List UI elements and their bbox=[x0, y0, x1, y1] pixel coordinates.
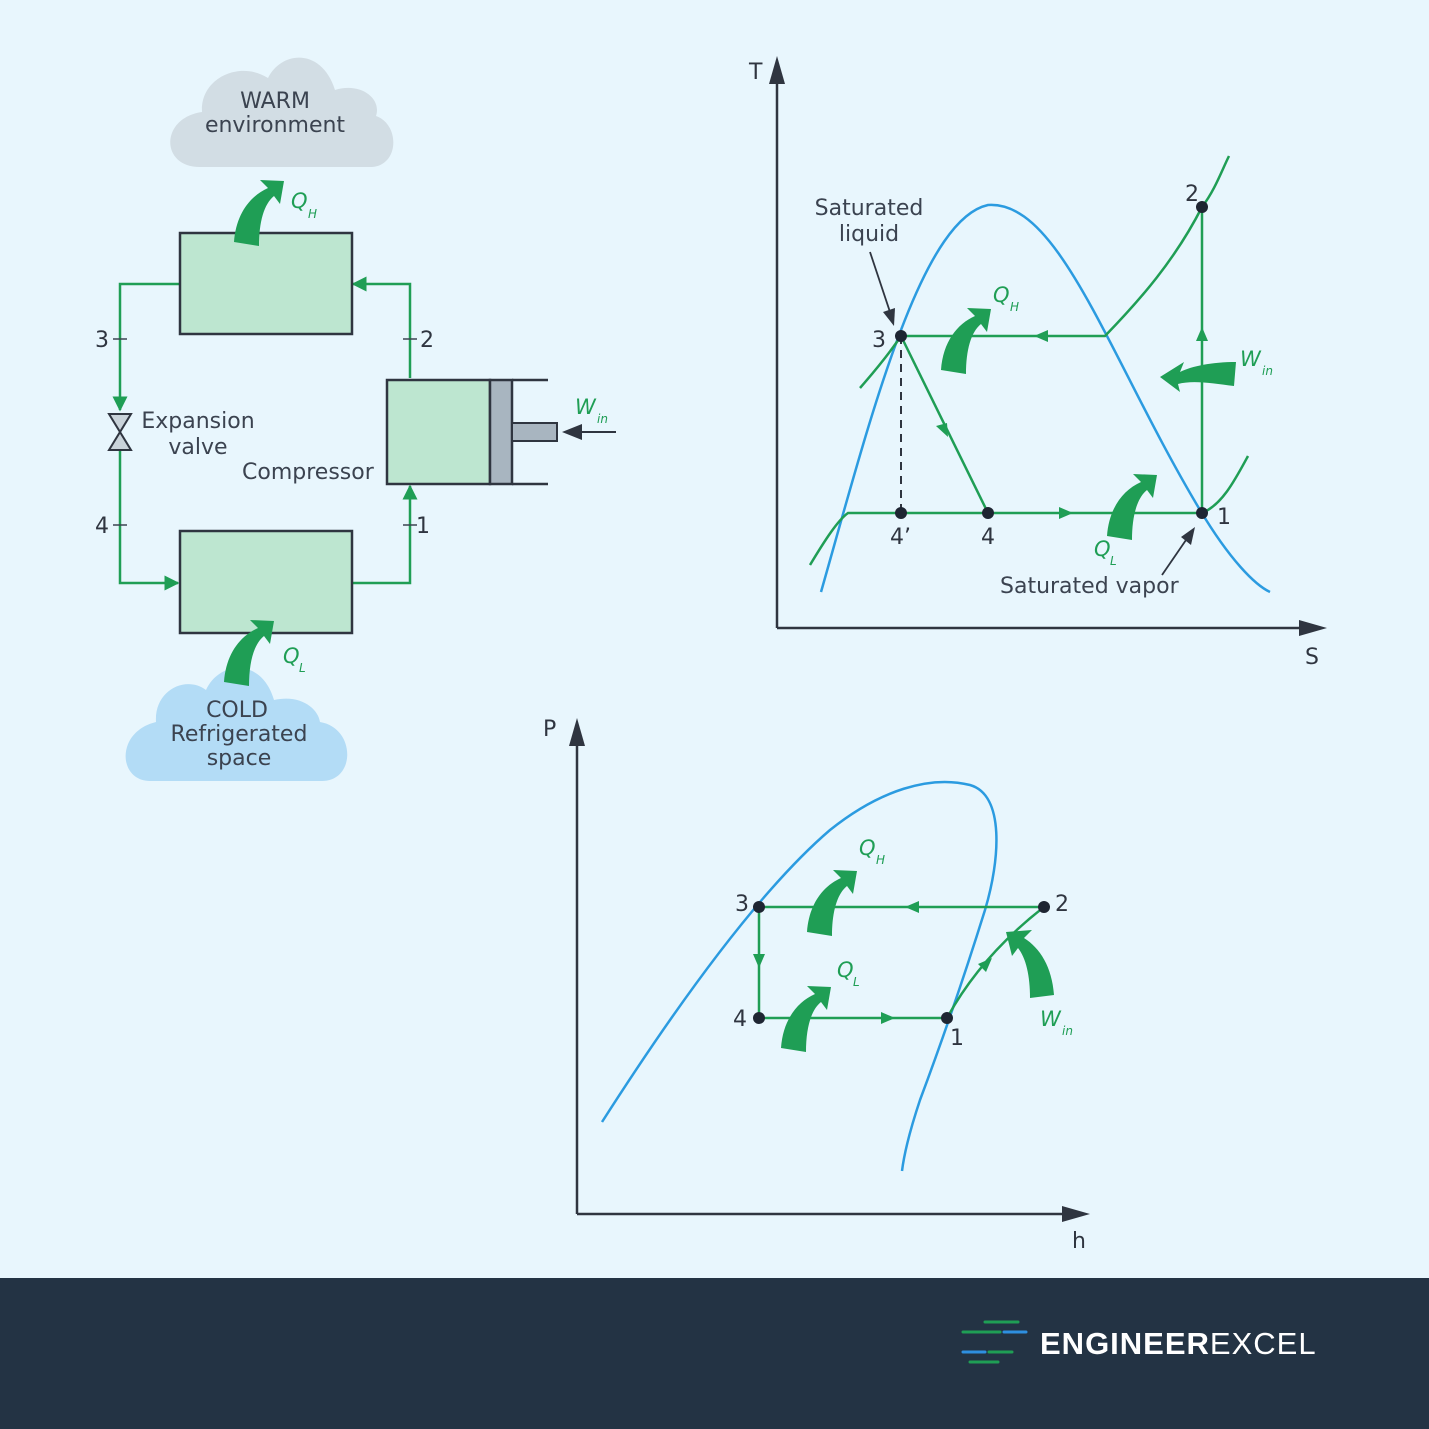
cold-cloud-line-1: COLD bbox=[206, 698, 268, 723]
ph-state-points bbox=[753, 901, 1050, 1024]
ph-cycle-lines bbox=[757, 905, 1045, 1020]
compressor-label: Compressor bbox=[242, 460, 375, 485]
evaporator-box bbox=[178, 529, 354, 635]
ph-axes: P h bbox=[543, 717, 1090, 1254]
ph-flow-arrows bbox=[753, 901, 992, 1024]
ts-state-2: 2 bbox=[1185, 182, 1199, 207]
ph-saturation-dome bbox=[600, 780, 998, 1172]
cycle-qh-sub: H bbox=[308, 207, 317, 221]
footer-bar: ENGINEEREXCEL bbox=[0, 1278, 1429, 1429]
ts-axis-x-label: S bbox=[1305, 645, 1319, 670]
saturated-liquid-line-1: Saturated bbox=[815, 196, 924, 221]
heat-in-arrow: Q L bbox=[224, 620, 306, 686]
brand-logo-icon bbox=[961, 1320, 1028, 1364]
warm-cloud-line-2: environment bbox=[205, 113, 345, 138]
ph-win-symbol: W bbox=[1040, 1007, 1062, 1031]
expansion-valve-line-1: Expansion bbox=[141, 409, 254, 434]
ts-ql-symbol: Q bbox=[1094, 537, 1111, 561]
ts-flow-arrows bbox=[936, 327, 1208, 519]
ph-state-1: 1 bbox=[950, 1026, 964, 1051]
work-in-arrow: W in bbox=[562, 395, 616, 440]
ts-diagram: T S 1 2 3 4 4’ bbox=[748, 56, 1327, 670]
ts-win-arrow: W in bbox=[1160, 347, 1273, 392]
refrigerant-pipes bbox=[112, 276, 418, 591]
brand-bold: ENGINEER bbox=[1040, 1326, 1210, 1361]
cold-cloud-line-2: Refrigerated bbox=[171, 722, 308, 747]
ts-ql-arrow: Q L bbox=[1094, 474, 1157, 568]
cycle-state-1: 1 bbox=[416, 514, 430, 539]
ts-qh-symbol: Q bbox=[993, 283, 1010, 307]
ph-qh-arrow: Q H bbox=[807, 836, 885, 936]
compressor: Compressor bbox=[242, 378, 558, 486]
warm-cloud-line-1: WARM bbox=[240, 89, 310, 114]
ts-qh-sub: H bbox=[1010, 300, 1019, 314]
expansion-valve-line-2: valve bbox=[168, 435, 227, 460]
ph-state-3: 3 bbox=[735, 892, 749, 917]
brand-light: EXCEL bbox=[1210, 1326, 1317, 1361]
ts-win-sub: in bbox=[1262, 364, 1273, 378]
ph-ql-arrow: Q L bbox=[781, 958, 860, 1052]
ts-saturation-dome bbox=[819, 203, 1271, 594]
ph-ql-symbol: Q bbox=[837, 958, 854, 982]
state-ticks bbox=[113, 338, 417, 526]
ph-diagram: P h 1 2 3 4 Q H bbox=[543, 717, 1090, 1254]
cycle-schematic: WARM environment COLD Refrigerated space… bbox=[95, 57, 616, 781]
cycle-ql-sub: L bbox=[299, 661, 306, 675]
ts-qh-arrow: Q H bbox=[941, 283, 1019, 374]
ph-axis-y-label: P bbox=[543, 717, 556, 742]
saturated-liquid-pointer bbox=[869, 251, 895, 326]
ph-qh-sub: H bbox=[876, 853, 885, 867]
ph-ql-sub: L bbox=[853, 975, 860, 989]
work-in-sub: in bbox=[597, 412, 608, 426]
saturated-liquid-line-2: liquid bbox=[839, 222, 899, 247]
ts-win-symbol: W bbox=[1240, 347, 1262, 371]
cycle-qh-symbol: Q bbox=[291, 189, 308, 213]
expansion-valve: Expansion valve bbox=[107, 409, 255, 460]
ph-win-sub: in bbox=[1062, 1024, 1073, 1038]
brand-wordmark: ENGINEEREXCEL bbox=[1040, 1326, 1317, 1361]
cycle-state-2: 2 bbox=[420, 328, 434, 353]
cold-cloud: COLD Refrigerated space bbox=[125, 667, 348, 781]
ts-axes: T S bbox=[748, 56, 1327, 670]
saturated-vapor-pointer bbox=[1161, 527, 1195, 576]
cold-cloud-line-3: space bbox=[207, 746, 272, 771]
ts-axis-y-label: T bbox=[748, 60, 763, 85]
cycle-state-4: 4 bbox=[95, 514, 109, 539]
warm-cloud: WARM environment bbox=[170, 57, 394, 167]
heat-out-arrow: Q H bbox=[234, 180, 317, 246]
cycle-ql-symbol: Q bbox=[283, 644, 300, 668]
ph-state-2: 2 bbox=[1055, 892, 1069, 917]
work-in-symbol: W bbox=[575, 395, 597, 419]
ts-state-4: 4 bbox=[981, 525, 995, 550]
ph-win-arrow: W in bbox=[1006, 930, 1073, 1038]
condenser-box bbox=[178, 231, 354, 336]
ts-state-3: 3 bbox=[872, 328, 886, 353]
cycle-state-3: 3 bbox=[95, 328, 109, 353]
ts-ql-sub: L bbox=[1110, 554, 1117, 568]
ts-state-points bbox=[895, 201, 1208, 519]
ph-state-4: 4 bbox=[733, 1007, 747, 1032]
ts-state-1: 1 bbox=[1217, 505, 1231, 530]
ph-qh-symbol: Q bbox=[859, 836, 876, 860]
ph-axis-x-label: h bbox=[1072, 1229, 1086, 1254]
saturated-vapor-label: Saturated vapor bbox=[1000, 574, 1180, 599]
ts-state-4-prime: 4’ bbox=[890, 525, 911, 550]
